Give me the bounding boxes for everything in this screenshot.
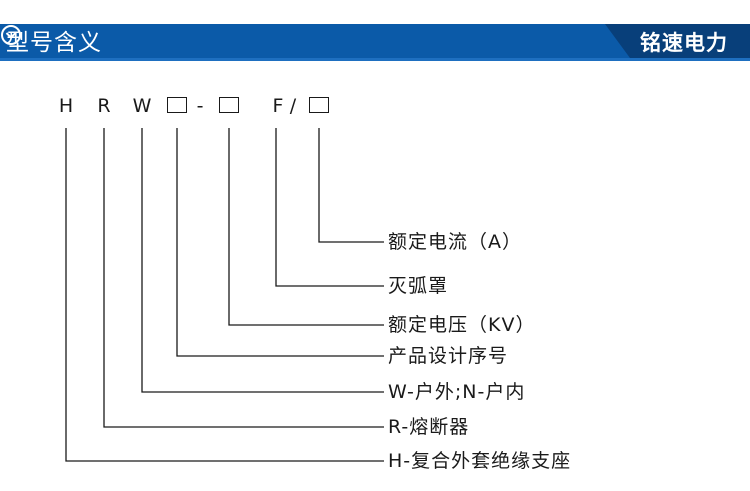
code-letter-w: W [132, 95, 152, 117]
code-dash: - [196, 95, 204, 117]
code-letter-r: R [97, 95, 111, 117]
meaning-insulator-support: H-复合外套绝缘支座 [388, 450, 572, 472]
brand-tab [605, 24, 750, 58]
connector-insulator-support [65, 128, 384, 462]
code-box-design-number [167, 97, 187, 113]
header-banner: 型号含义 铭速电力 [0, 24, 750, 64]
meaning-rated-voltage: 额定电压（KV） [388, 314, 536, 336]
connector-fuse [103, 128, 384, 428]
header-background [0, 24, 750, 61]
code-slash: / [289, 95, 297, 117]
meaning-fuse: R-熔断器 [388, 416, 470, 438]
meaning-outdoor-indoor: W-户外;N-户内 [388, 381, 526, 403]
meaning-rated-current: 额定电流（A） [388, 231, 522, 253]
connector-voltage [228, 128, 384, 326]
connector-arc-chute [275, 128, 384, 287]
header-underline [0, 58, 750, 61]
connector-design-number [176, 128, 384, 357]
meaning-design-number: 产品设计序号 [388, 345, 509, 367]
code-letter-h: H [58, 95, 74, 117]
code-box-current [309, 97, 329, 113]
brand-name: 铭速电力 [640, 31, 728, 55]
chevron-down-circle-icon[interactable] [0, 24, 22, 46]
code-box-voltage [219, 97, 239, 113]
code-letter-f: F [272, 95, 284, 117]
connector-current [318, 128, 384, 243]
section-title: 型号含义 [6, 30, 102, 56]
connector-outdoor-indoor [141, 128, 384, 393]
meaning-arc-chute: 灭弧罩 [388, 275, 449, 297]
